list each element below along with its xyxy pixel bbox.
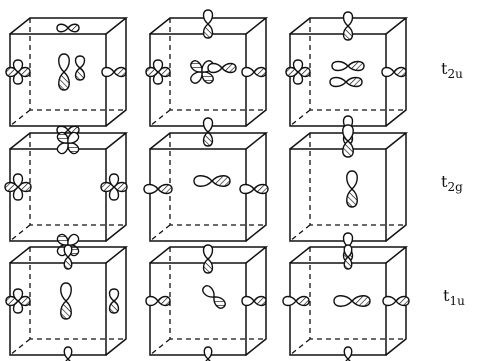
- cube-2-2: [144, 133, 268, 241]
- label-t2g: t2g: [441, 172, 463, 194]
- label-t1u: t1u: [443, 286, 465, 308]
- cube-2-1: [5, 131, 127, 258]
- orbital-lobes: [6, 24, 126, 134]
- cube-1-2: [146, 10, 266, 146]
- cube-1-3: [286, 12, 406, 144]
- cube-1-1: [6, 18, 126, 134]
- cube-3-3: [283, 245, 409, 361]
- orbital-lobes: [144, 176, 268, 194]
- label-t2u: t2u: [441, 59, 463, 81]
- cube-2-3: [290, 125, 406, 261]
- cube-3-2: [146, 245, 266, 361]
- cube-3-1: [6, 245, 126, 361]
